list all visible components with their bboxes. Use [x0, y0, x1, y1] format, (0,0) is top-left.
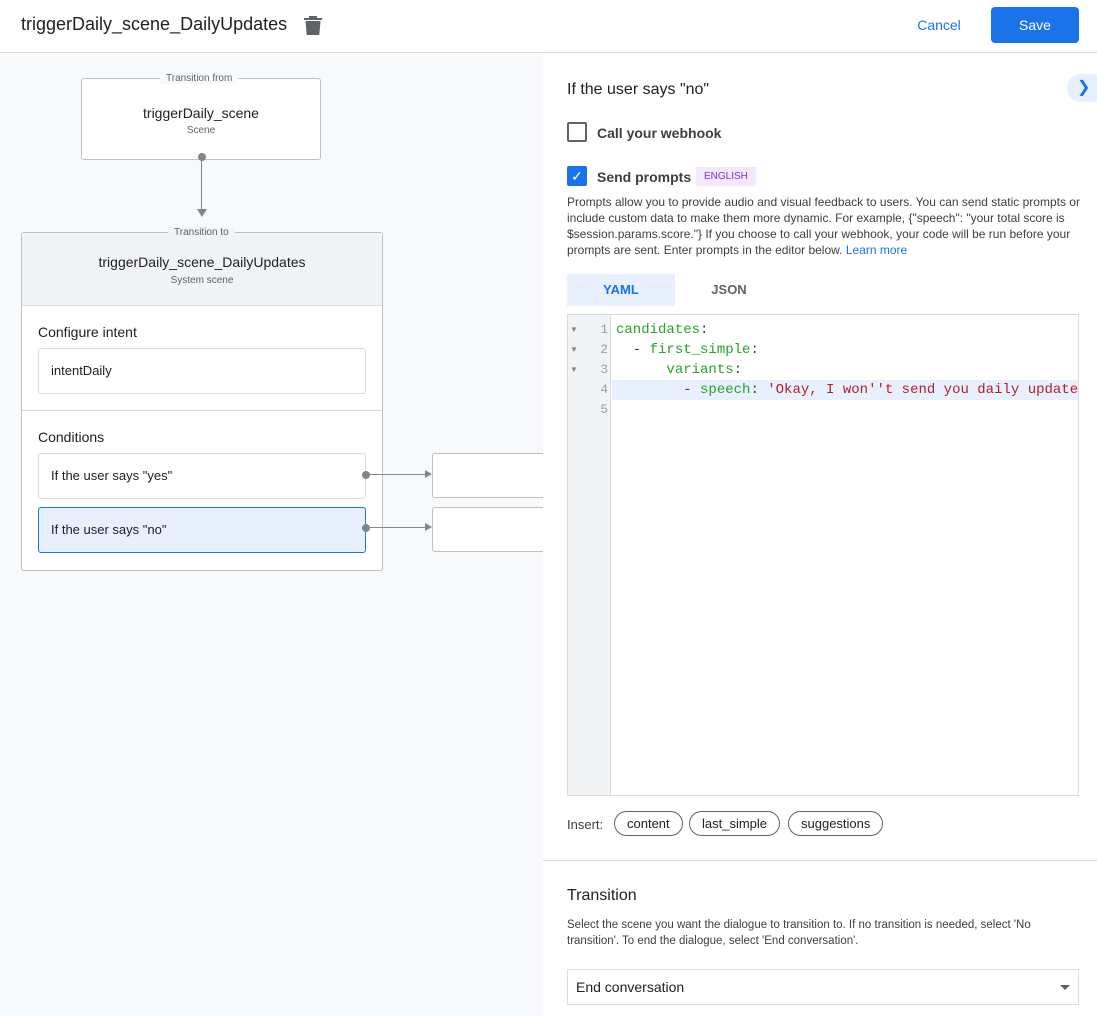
arrow-icon	[425, 523, 432, 531]
transition-description: Select the scene you want the dialogue t…	[567, 919, 1031, 947]
transition-select[interactable]: End conversation	[567, 969, 1079, 1005]
connector-line	[368, 527, 428, 528]
code-key: candidates	[616, 322, 701, 338]
cancel-button[interactable]: Cancel	[917, 17, 961, 33]
arrow-icon	[197, 209, 207, 217]
prompts-checkbox[interactable]: ✓	[567, 166, 587, 186]
line-number: 3	[600, 362, 608, 377]
from-scene-card[interactable]: Transition from triggerDaily_scene Scene	[81, 73, 321, 160]
scene-canvas: Transition from triggerDaily_scene Scene…	[0, 54, 552, 1016]
line-number: 1	[600, 322, 608, 337]
header: triggerDaily_scene_DailyUpdates Cancel S…	[0, 0, 1097, 53]
connector-line	[201, 158, 202, 210]
chip-last-simple[interactable]: last_simple	[689, 811, 781, 836]
connector-dot	[198, 153, 206, 161]
from-scene-name: triggerDaily_scene	[143, 105, 259, 121]
line-number: 4	[600, 382, 608, 397]
trash-icon[interactable]	[304, 15, 322, 35]
to-scene-card: Transition to triggerDaily_scene_DailyUp…	[21, 227, 383, 571]
insert-label: Insert:	[567, 817, 604, 832]
connector-dot	[362, 471, 370, 479]
gutter: 1 2 3 4 5 ▼▼▼	[568, 315, 611, 795]
code-key: variants	[666, 362, 734, 378]
to-label: Transition to	[168, 227, 235, 238]
code-content[interactable]: candidates: - first_simple: variants: - …	[616, 322, 1078, 398]
conditions-heading: Conditions	[38, 429, 105, 445]
dropdown-arrow-icon	[1060, 985, 1070, 990]
chip-suggestions[interactable]: suggestions	[788, 811, 884, 836]
arrow-icon	[425, 470, 432, 478]
page-title: triggerDaily_scene_DailyUpdates	[21, 14, 288, 34]
prompts-label: Send prompts	[597, 169, 692, 185]
code-key: speech	[700, 382, 751, 398]
code-editor[interactable]: 1 2 3 4 5 ▼▼▼ candidates: - first_simple: va…	[567, 314, 1079, 796]
details-panel: ❯ If the user says "no" Call your webhoo…	[543, 54, 1097, 1016]
intent-item[interactable]: intentDaily	[38, 348, 366, 394]
tab-json[interactable]: JSON	[711, 282, 747, 297]
condition-no[interactable]: If the user says "no"	[38, 507, 366, 553]
line-number: 2	[600, 342, 608, 357]
fold-arrows[interactable]: ▼▼▼	[570, 325, 578, 374]
to-scene-name: triggerDaily_scene_DailyUpdates	[98, 254, 306, 270]
learn-more-link[interactable]: Learn more	[845, 243, 908, 257]
from-label: Transition from	[160, 73, 239, 84]
webhook-label: Call your webhook	[597, 125, 722, 141]
target-scene-no[interactable]	[432, 507, 552, 552]
chip-content[interactable]: content	[614, 811, 683, 836]
line-number: 5	[600, 402, 608, 417]
condition-yes[interactable]: If the user says "yes"	[38, 453, 366, 499]
connector-dot	[362, 524, 370, 532]
panel-heading: If the user says "no"	[567, 81, 710, 98]
active-line-highlight	[612, 380, 1078, 400]
prompts-description: Prompts allow you to provide audio and v…	[567, 194, 1082, 258]
transition-value: End conversation	[576, 979, 685, 995]
transition-heading: Transition	[567, 887, 637, 904]
code-value: 'Okay, I won''t send you daily update	[767, 382, 1078, 398]
chevron-right-icon[interactable]: ❯	[1067, 74, 1097, 102]
description-text: Prompts allow you to provide audio and v…	[567, 195, 1080, 257]
code-key: first_simple	[649, 342, 751, 358]
language-badge: ENGLISH	[696, 167, 756, 186]
webhook-checkbox[interactable]	[567, 122, 587, 142]
intent-heading: Configure intent	[38, 324, 137, 340]
connector-line	[368, 474, 428, 475]
save-button[interactable]: Save	[991, 7, 1079, 43]
tab-yaml[interactable]: YAML	[567, 274, 675, 306]
from-scene-type: Scene	[186, 125, 216, 136]
to-scene-type: System scene	[170, 275, 234, 286]
target-scene-yes[interactable]	[432, 453, 552, 498]
